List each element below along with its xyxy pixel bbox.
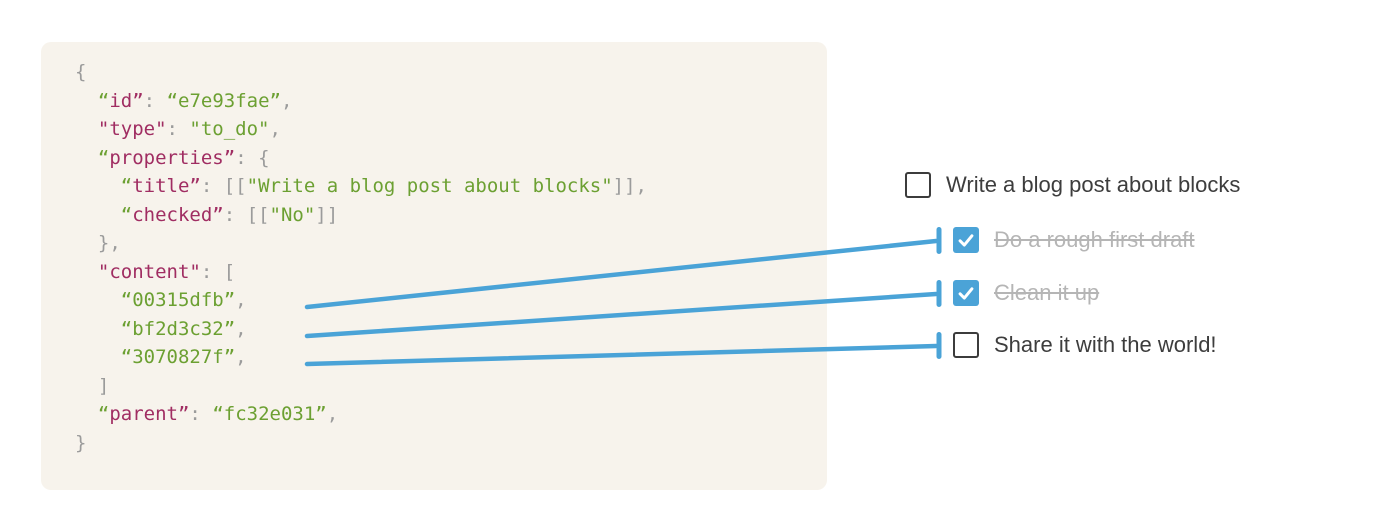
code-token-punct: } — [75, 431, 87, 454]
code-token-punct — [75, 318, 121, 340]
code-line: “properties”: { — [75, 144, 647, 173]
todo-item-share-it: Share it with the world! — [953, 332, 1217, 358]
todo-item-rough-first-draft: Do a rough first draft — [953, 227, 1195, 253]
code-token-punct: : — [166, 118, 190, 140]
code-token-str: “ — [120, 203, 133, 226]
todo-item-clean-it-up: Clean it up — [953, 280, 1099, 306]
code-line: ] — [75, 372, 647, 401]
code-line: “checked”: [["No"]] — [75, 201, 647, 230]
code-line: "content": [ — [75, 258, 647, 287]
todo-label: Do a rough first draft — [994, 227, 1195, 252]
code-token-key: parent” — [109, 403, 190, 425]
code-token-punct: : [[ — [223, 203, 270, 226]
code-token-punct: , — [326, 403, 339, 425]
json-code-panel: { “id”: “e7e93fae”, "type": "to_do", “pr… — [41, 42, 827, 490]
code-token-punct: : { — [235, 146, 270, 169]
code-token-str: “ — [120, 175, 133, 197]
code-token-str: “bf2d3c32” — [120, 317, 236, 340]
code-line: } — [75, 429, 647, 458]
code-token-punct: , — [235, 346, 247, 368]
code-token-key: checked” — [132, 203, 224, 226]
code-token-key: properties” — [109, 146, 236, 169]
code-line: “bf2d3c32”, — [75, 315, 647, 344]
connector-endcap-3 — [936, 332, 942, 359]
code-line: “id”: “e7e93fae”, — [75, 87, 647, 116]
checkbox-checked-icon[interactable] — [953, 280, 979, 306]
code-token-punct — [75, 289, 121, 311]
todo-label: Clean it up — [994, 280, 1100, 305]
code-token-punct — [75, 90, 98, 112]
code-token-key: title” — [132, 175, 201, 197]
code-line: { — [75, 58, 647, 87]
code-token-punct — [75, 403, 98, 425]
code-token-punct: : [ — [200, 260, 236, 283]
code-token-str: “00315dfb” — [120, 289, 236, 311]
code-token-punct: : — [189, 403, 213, 425]
code-token-punct — [75, 204, 121, 226]
code-token-str: "Write a blog post about blocks" — [246, 175, 613, 197]
code-line: }, — [75, 229, 647, 258]
code-token-punct: ]], — [612, 175, 647, 197]
code-token-punct — [75, 346, 121, 368]
code-token-punct: , — [269, 118, 281, 140]
connector-endcap-1 — [936, 227, 942, 254]
code-line: "type": "to_do", — [75, 115, 647, 144]
code-token-punct: , — [280, 89, 293, 112]
code-token-punct: : [[ — [200, 175, 247, 197]
code-token-str: “ — [97, 403, 110, 425]
code-token-str: “3070827f” — [120, 346, 236, 368]
code-line: “parent”: “fc32e031”, — [75, 400, 647, 429]
todo-item-write-blog-post: Write a blog post about blocks — [905, 172, 1240, 198]
connector-endcap-2 — [936, 280, 942, 307]
code-token-punct: ] — [75, 374, 110, 397]
code-token-str: "to_do" — [189, 118, 270, 140]
code-token-punct — [75, 118, 98, 140]
code-token-str: “ — [97, 89, 110, 112]
code-token-str: “e7e93fae” — [166, 89, 281, 112]
checkbox-unchecked-icon[interactable] — [905, 172, 931, 198]
code-token-str: “ — [97, 146, 110, 169]
code-token-key: id” — [109, 89, 144, 112]
code-token-punct: { — [75, 61, 87, 83]
code-token-punct: : — [143, 89, 167, 112]
checkmark-icon — [958, 234, 974, 247]
checkbox-unchecked-icon[interactable] — [953, 332, 979, 358]
checkbox-checked-icon[interactable] — [953, 227, 979, 253]
todo-label: Write a blog post about blocks — [946, 172, 1241, 197]
code-token-key: "content" — [97, 260, 201, 283]
code-line: “00315dfb”, — [75, 286, 647, 315]
code-token-punct: , — [235, 317, 247, 340]
code-token-punct — [75, 175, 121, 197]
code-token-str: "No" — [269, 203, 316, 226]
code-token-str: “fc32e031” — [212, 403, 327, 425]
code-token-punct — [75, 261, 98, 283]
checkmark-icon — [958, 287, 974, 300]
code-line: “3070827f”, — [75, 343, 647, 372]
code-token-punct: ]] — [315, 203, 339, 226]
todo-label: Share it with the world! — [994, 332, 1217, 357]
json-code: { “id”: “e7e93fae”, "type": "to_do", “pr… — [75, 58, 647, 457]
code-token-punct: }, — [75, 232, 121, 254]
code-token-key: "type" — [97, 118, 167, 140]
code-line: “title”: [["Write a blog post about bloc… — [75, 172, 647, 201]
code-token-punct: , — [235, 289, 247, 311]
code-token-punct — [75, 147, 98, 169]
